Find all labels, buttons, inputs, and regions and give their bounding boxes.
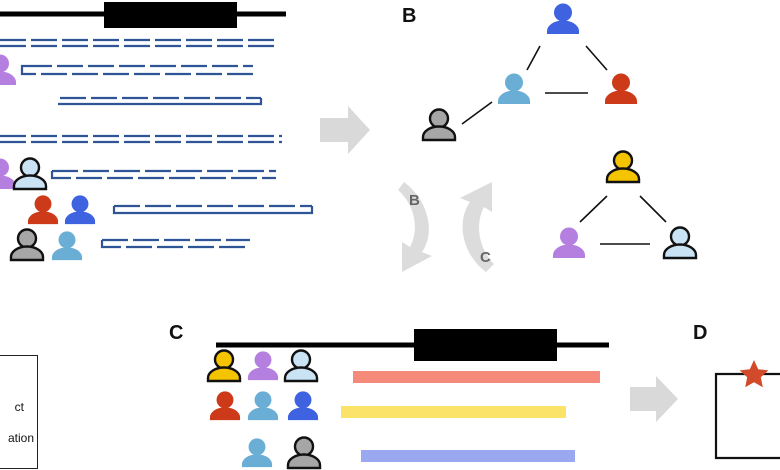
- star-icon: [739, 360, 769, 388]
- network-bottom: [579, 195, 667, 245]
- blue-person-icon: [547, 3, 579, 34]
- network-edge: [526, 45, 541, 71]
- read-pair: [20, 64, 253, 76]
- blue-person-icon: [287, 391, 319, 421]
- read-pair: [100, 238, 250, 249]
- light-blue-person-icon: [247, 391, 279, 421]
- right-arrow-icon: [320, 106, 370, 154]
- panel-label-c: C: [169, 322, 184, 344]
- cycle-label-c: C: [480, 249, 491, 266]
- light-blue-person-icon: [241, 438, 273, 468]
- light-blue-person-icon: [498, 73, 530, 104]
- read-pair: [58, 96, 263, 106]
- read-pairs-a: [0, 38, 314, 249]
- people-a: [0, 54, 96, 262]
- network-edge: [639, 195, 667, 223]
- legend-text-1: ct: [14, 400, 24, 414]
- pale-blue-person-icon: [283, 349, 319, 383]
- legend-text-2: ation: [7, 431, 34, 445]
- red-person-icon: [209, 391, 241, 421]
- purple-person-icon: [247, 351, 279, 381]
- gold-person-icon: [605, 150, 641, 184]
- gold-person-icon: [206, 349, 242, 383]
- haplotype-bar-yellow: [341, 406, 566, 418]
- blue-person-icon: [64, 195, 96, 225]
- read-pair: [0, 134, 282, 144]
- panel-a: [0, 2, 314, 262]
- gray-person-icon: [421, 108, 457, 142]
- gray-person-icon: [9, 228, 45, 262]
- pale-blue-person-icon: [12, 157, 48, 191]
- panel-label-b: B: [402, 5, 417, 27]
- network-top: [461, 45, 608, 125]
- network-edge: [585, 45, 608, 71]
- legend: ct ation: [0, 355, 38, 469]
- cycle-label-b: B: [409, 192, 420, 209]
- gene-block-c: [414, 329, 557, 361]
- pale-blue-person-icon: [662, 226, 698, 260]
- red-person-icon: [605, 73, 637, 104]
- network-edge: [579, 195, 608, 223]
- red-person-icon: [27, 195, 59, 225]
- panel-label-d: D: [693, 322, 708, 344]
- haplotype-bar-lavender: [361, 450, 575, 462]
- network-edge: [461, 101, 493, 125]
- panel-d: [714, 360, 780, 460]
- light-blue-person-icon: [51, 231, 83, 261]
- panel-c: [206, 329, 609, 470]
- result-box: [714, 372, 780, 460]
- purple-person-icon: [0, 54, 16, 85]
- haplotype-bar-salmon: [353, 371, 600, 383]
- gray-person-icon: [286, 436, 322, 470]
- read-pair: [0, 38, 278, 48]
- panel-b: [421, 3, 698, 260]
- read-pair: [50, 169, 276, 180]
- cycle-arrows: B C: [398, 182, 494, 272]
- curved-arrow-up-icon: [460, 182, 494, 272]
- purple-person-icon: [553, 227, 585, 258]
- right-arrow-icon: [630, 376, 678, 422]
- read-pair: [112, 204, 314, 215]
- gene-block-a: [104, 2, 237, 28]
- curved-arrow-down-icon: [398, 182, 432, 272]
